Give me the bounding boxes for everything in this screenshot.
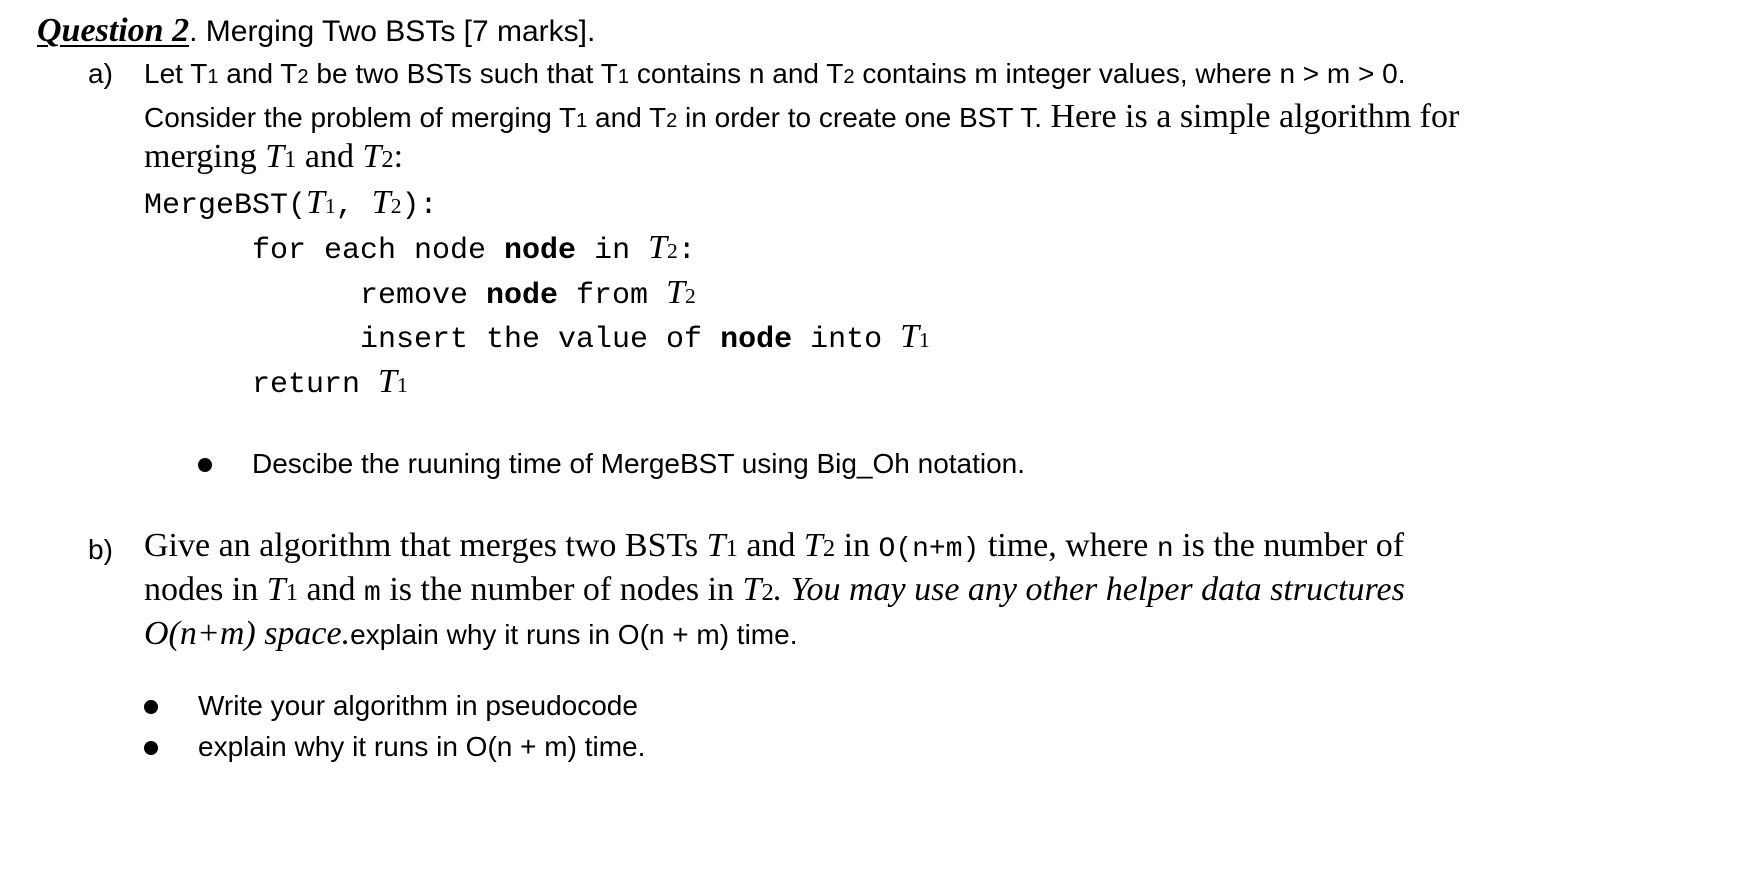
part-b-bullet-2: explain why it runs in O(n + m) time.	[198, 731, 646, 762]
part-a-bullet-text: Descibe the ruuning time of MergeBST usi…	[252, 448, 1026, 479]
question-heading: Question 2. Merging Two BSTs [7 marks].	[37, 14, 595, 48]
code-remove-line: remove node from T2	[360, 274, 696, 313]
part-a-line-3: merging T1 and T2:	[144, 138, 404, 175]
part-b-line-2: nodes in T1 and m is the number of nodes…	[144, 571, 1405, 609]
code-insert-line: insert the value of node into T1	[360, 318, 930, 357]
bullet-dot	[144, 741, 158, 755]
bullet-dot	[144, 700, 158, 714]
code-signature: MergeBST(T1, T2):	[144, 184, 438, 223]
part-b-line-1: Give an algorithm that merges two BSTs T…	[144, 527, 1405, 565]
part-b-label: b)	[88, 534, 113, 565]
code-loop-line: for each node node in T2:	[252, 229, 696, 268]
part-a-line-1: Let T1 and T2 be two BSTs such that T1 c…	[144, 58, 1406, 89]
code-return-line: return T1	[252, 363, 408, 402]
bullet-dot	[198, 458, 212, 472]
question-heading-rest: . Merging Two BSTs [7 marks].	[189, 15, 596, 48]
part-a-line-2: Consider the problem of merging T1 and T…	[144, 98, 1460, 135]
part-a-label: a)	[88, 58, 113, 89]
part-b-line-3: O(n+m) space.explain why it runs in O(n …	[144, 615, 798, 652]
part-b-bullet-1: Write your algorithm in pseudocode	[198, 690, 638, 721]
question-title: Question 2	[37, 12, 190, 49]
